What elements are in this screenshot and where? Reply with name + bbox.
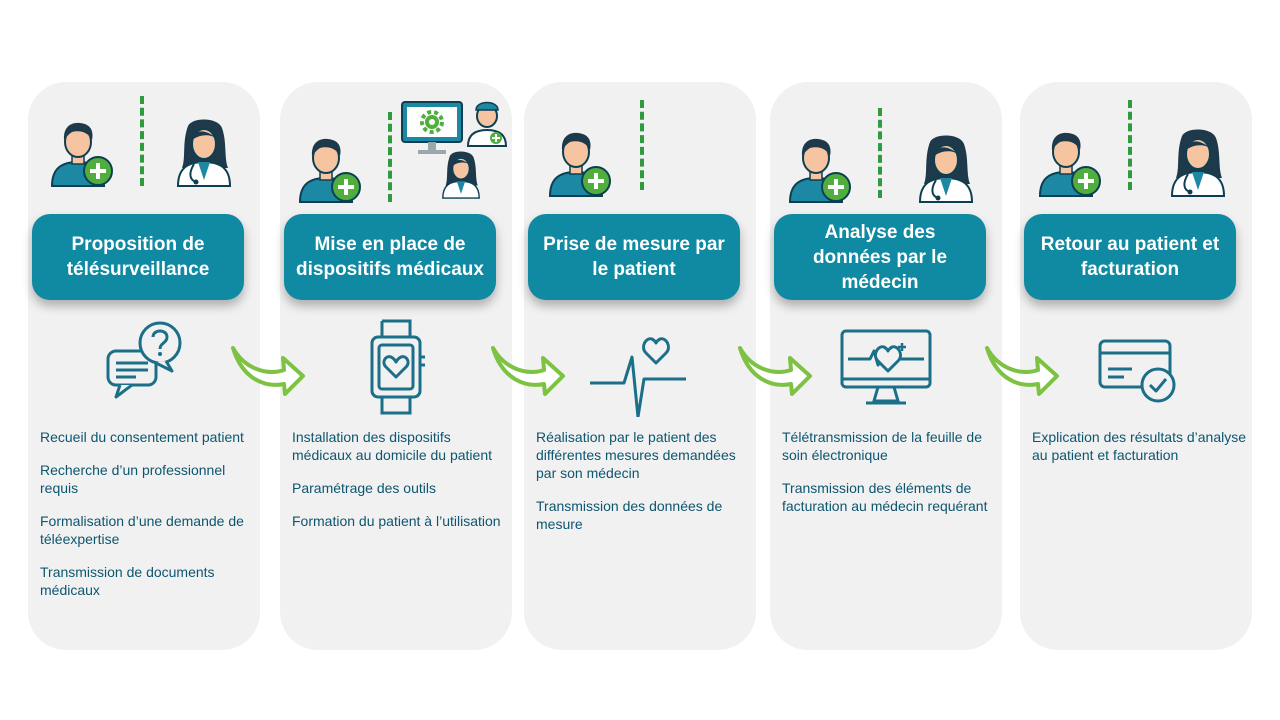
step-items: Recueil du consentement patient Recherch…: [40, 428, 254, 614]
step-card-3: Prise de mesure par le patient Réalisati…: [524, 82, 756, 650]
doctor-icon: [176, 119, 232, 187]
credit-card-check-icon: [1098, 339, 1176, 403]
step-1-actors: [28, 82, 260, 212]
step-items: Explication des résultats d’analyse au p…: [1032, 428, 1246, 479]
step-item: Formalisation d’une demande de téléexper…: [40, 513, 244, 547]
step-item: Télétransmission de la feuille de soin é…: [782, 429, 982, 463]
step-items: Télétransmission de la feuille de soin é…: [782, 428, 996, 530]
dashed-separator: [640, 100, 644, 190]
doctor-icon: [1170, 129, 1226, 197]
curved-arrow-icon: [985, 346, 1059, 396]
step-item: Transmission des données de mesure: [536, 498, 723, 532]
step-5-actors: [1020, 82, 1252, 212]
curved-arrow-icon: [231, 346, 305, 396]
heartbeat-icon: [590, 337, 686, 417]
curved-arrow-icon: [491, 346, 565, 396]
step-item: Formation du patient à l’utilisation: [292, 513, 501, 529]
step-title: Mise en place de dispositifs médicaux: [284, 214, 496, 300]
step-card-5: Retour au patient et facturation Explica…: [1020, 82, 1252, 650]
monitor-heart-icon: [840, 329, 932, 405]
dashed-separator: [140, 96, 144, 186]
step-2-actors: [280, 82, 512, 212]
dashed-separator: [878, 108, 882, 198]
step-item: Recherche d’un professionnel requis: [40, 462, 226, 496]
dashed-separator: [388, 112, 392, 202]
step-items: Réalisation par le patient des différent…: [536, 428, 750, 548]
step-title: Retour au patient et facturation: [1024, 214, 1236, 300]
step-title: Proposition de télésurveillance: [32, 214, 244, 300]
step-card-1: Proposition de télésurveillance Recueil …: [28, 82, 260, 650]
nurse-icon: [466, 101, 508, 147]
patient-icon: [1038, 132, 1101, 197]
step-4-actors: [770, 82, 1002, 212]
step-item: Explication des résultats d’analyse au p…: [1032, 429, 1247, 463]
step-item: Transmission des éléments de facturation…: [782, 480, 988, 514]
step-item: Recueil du consentement patient: [40, 429, 244, 445]
step-card-2: Mise en place de dispositifs médicaux In…: [280, 82, 512, 650]
doctor-icon: [918, 135, 974, 203]
step-item: Réalisation par le patient des différent…: [536, 429, 736, 481]
smartwatch-heart-icon: [370, 319, 425, 415]
step-title: Prise de mesure par le patient: [528, 214, 740, 300]
step-item: Paramétrage des outils: [292, 480, 436, 496]
step-3-actors: [524, 82, 756, 212]
patient-icon: [298, 138, 361, 203]
doctor-icon: [442, 151, 480, 199]
step-item: Installation des dispositifs médicaux au…: [292, 429, 493, 463]
curved-arrow-icon: [738, 346, 812, 396]
chat-question-icon: [106, 321, 182, 399]
step-items: Installation des dispositifs médicaux au…: [292, 428, 506, 545]
step-title: Analyse des données par le médecin: [774, 214, 986, 300]
patient-icon: [50, 122, 113, 187]
patient-icon: [548, 132, 611, 197]
step-card-4: Analyse des données par le médecin Télét…: [770, 82, 1002, 650]
patient-icon: [788, 138, 851, 203]
dashed-separator: [1128, 100, 1132, 190]
step-item: Transmission de documents médicaux: [40, 564, 215, 598]
computer-settings-icon: [401, 101, 463, 154]
